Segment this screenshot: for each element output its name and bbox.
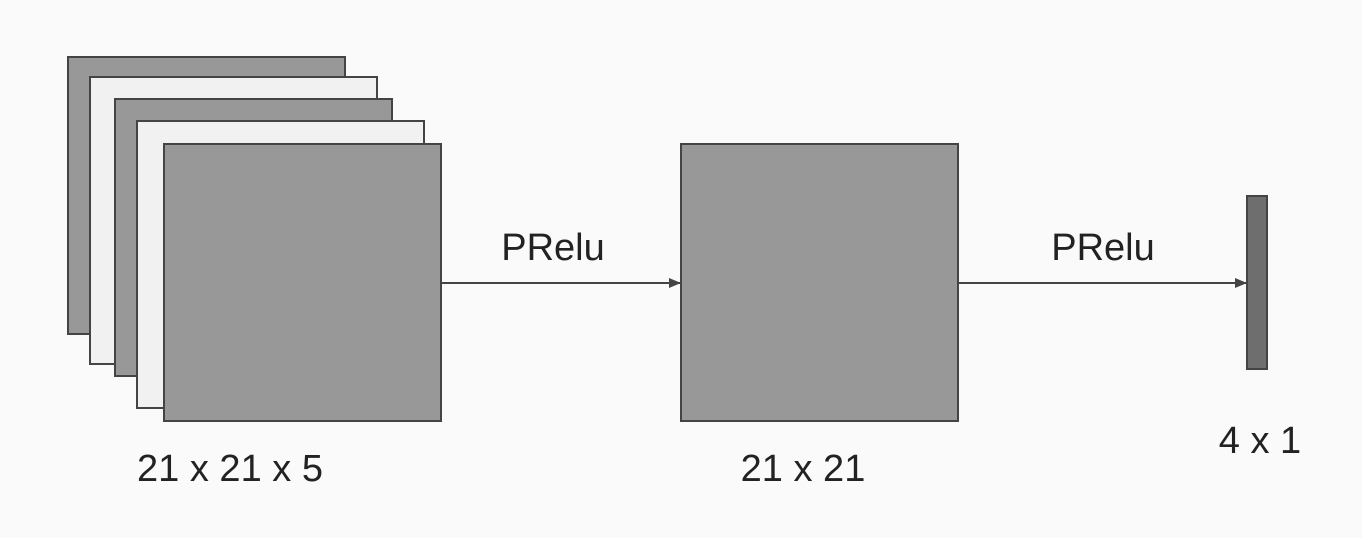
output-dimension-label: 4 x 1 (1219, 420, 1301, 462)
arrow-1-label: PRelu (501, 227, 605, 269)
hidden-dimension-label: 21 x 21 (741, 448, 866, 490)
input-layer-stack (67, 56, 442, 422)
input-dimension-label: 21 x 21 x 5 (137, 448, 323, 490)
hidden-layer-block (680, 143, 959, 422)
input-layer-5 (163, 143, 442, 422)
output-vector-block (1246, 195, 1268, 370)
arrow-2-label: PRelu (1051, 227, 1155, 269)
